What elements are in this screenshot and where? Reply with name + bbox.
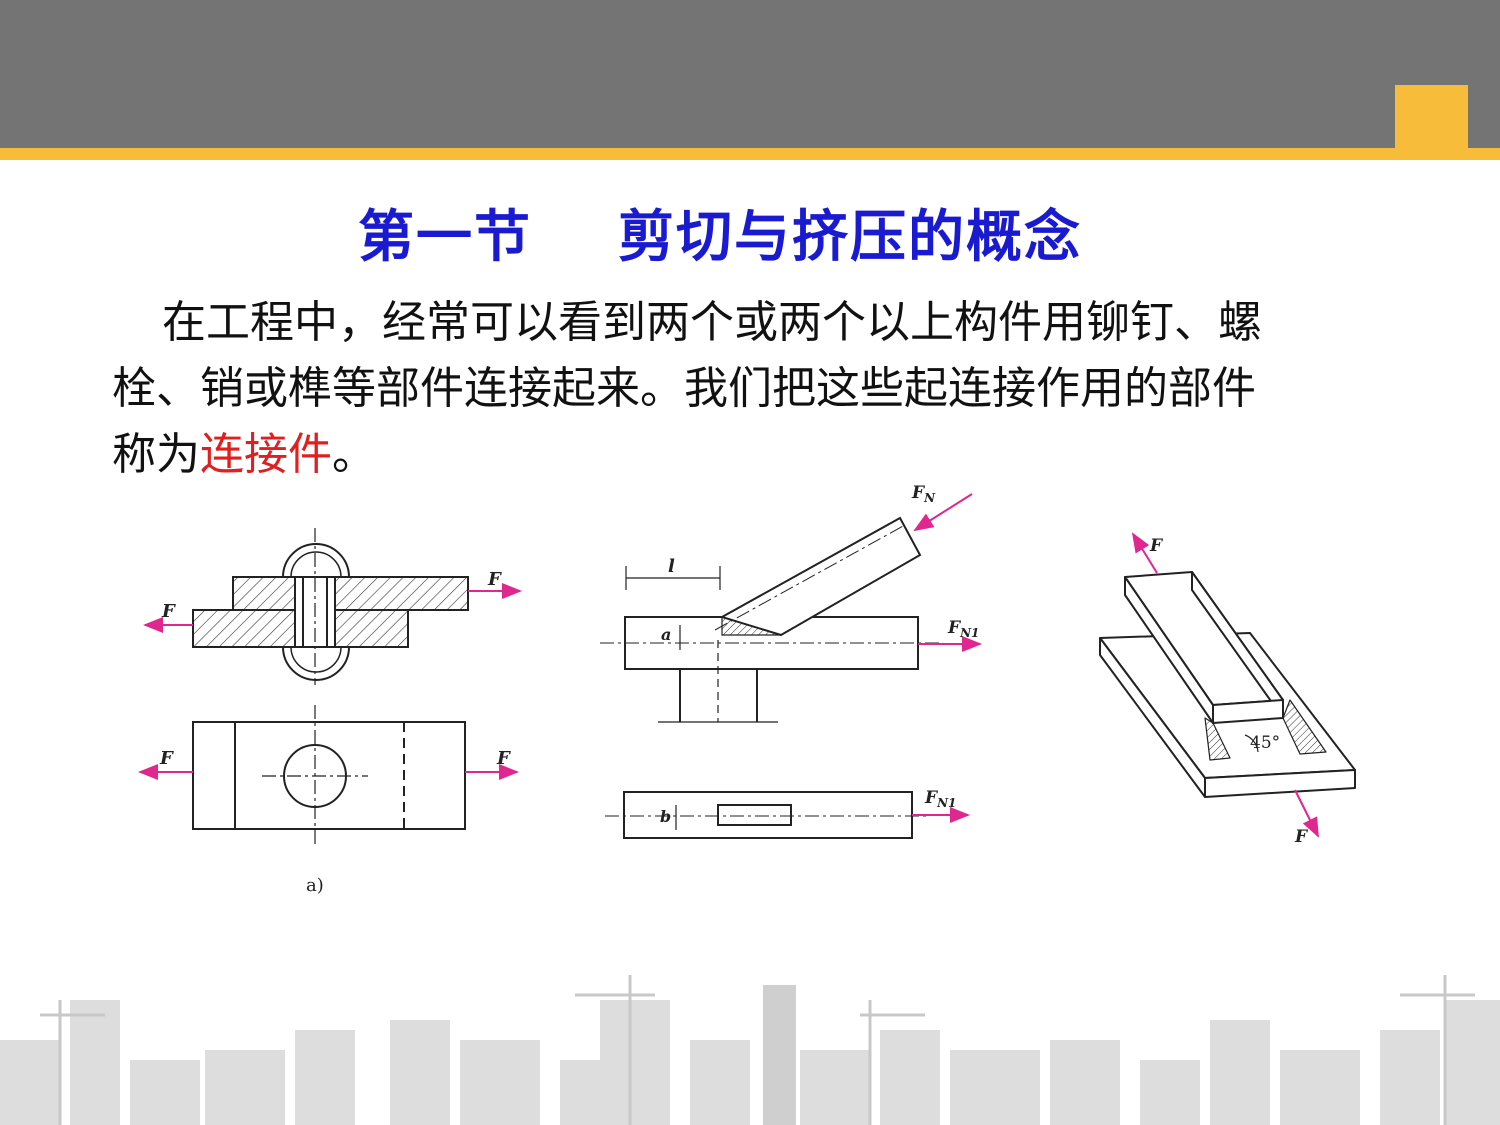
force-label: F — [487, 569, 502, 590]
force-label: F — [1294, 827, 1309, 847]
weld-slot — [717, 804, 792, 826]
dimension-label: l — [668, 556, 675, 577]
slide-title: 第一节 剪切与挤压的概念 — [358, 205, 1082, 270]
weld-plan-plate — [623, 791, 913, 839]
rivet-head-top — [281, 543, 351, 578]
rivet-joint-figure — [192, 528, 469, 845]
paragraph-line-3-end: 。 — [332, 429, 376, 480]
plan-view-plate — [192, 721, 466, 830]
force-label: F — [159, 748, 174, 769]
paragraph-line-2: 栓、销或榫等部件连接起来。我们把这些起连接作用的部件 — [112, 363, 1256, 414]
angle-label: 45° — [1250, 733, 1280, 753]
header-accent-square — [1395, 85, 1468, 148]
paragraph-line-3-start: 称为 — [112, 429, 200, 480]
fillet-force-arrows — [1131, 532, 1319, 838]
fillet-weld-figure — [1099, 571, 1356, 798]
paragraph-line-1: 在工程中，经常可以看到两个或两个以上构件用铆钉、螺 — [162, 297, 1262, 348]
header-bar — [0, 0, 1500, 148]
force-label: F — [496, 748, 511, 769]
body-paragraph: 在工程中，经常可以看到两个或两个以上构件用铆钉、螺 栓、销或榫等部件连接起来。我… — [112, 290, 1412, 488]
highlight-term: 连接件 — [200, 429, 332, 480]
rivet-force-arrows — [138, 583, 522, 780]
angled-weld-figure — [600, 516, 940, 839]
dimension-label: b — [660, 807, 671, 826]
upper-plate — [232, 576, 469, 611]
force-label: FN1 — [924, 788, 956, 810]
force-label: F — [161, 601, 176, 622]
rivet-head-bottom — [281, 646, 351, 681]
weld-force-arrows — [912, 493, 982, 823]
city-skyline-decoration — [0, 975, 1500, 1125]
force-label: FN1 — [947, 618, 979, 640]
force-label: FN — [911, 483, 936, 505]
figure-caption: a) — [306, 875, 324, 896]
header-accent-stripe — [0, 148, 1500, 160]
force-label: F — [1149, 536, 1164, 556]
dimension-label: a — [661, 625, 671, 644]
